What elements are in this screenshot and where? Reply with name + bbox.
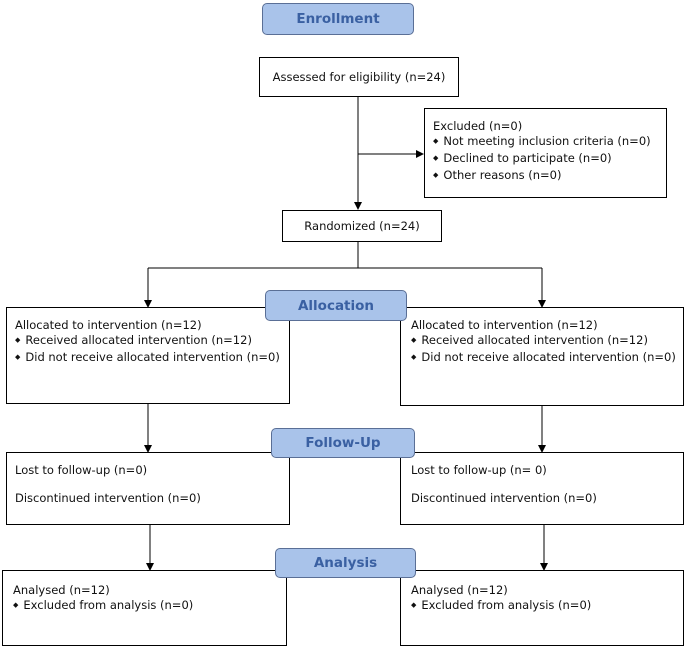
box-followup-right: Lost to follow-up (n= 0) Discontinued in… (400, 452, 684, 525)
box-analysis-left: Analysed (n=12) Excluded from analysis (… (2, 570, 287, 646)
box-analysis-right: Analysed (n=12) Excluded from analysis (… (400, 570, 684, 646)
stage-enrollment: Enrollment (262, 3, 414, 35)
box-excluded: Excluded (n=0) Not meeting inclusion cri… (424, 108, 667, 198)
box-followup-left: Lost to follow-up (n=0) Discontinued int… (6, 452, 290, 525)
stage-analysis: Analysis (275, 548, 416, 578)
stage-allocation: Allocation (265, 290, 407, 321)
box-assessed-eligibility: Assessed for eligibility (n=24) (259, 57, 459, 97)
stage-followup: Follow-Up (271, 428, 415, 458)
box-allocation-right: Allocated to intervention (n=12) Receive… (400, 307, 684, 406)
box-randomized: Randomized (n=24) (282, 210, 442, 242)
box-allocation-left: Allocated to intervention (n=12) Receive… (6, 307, 290, 404)
